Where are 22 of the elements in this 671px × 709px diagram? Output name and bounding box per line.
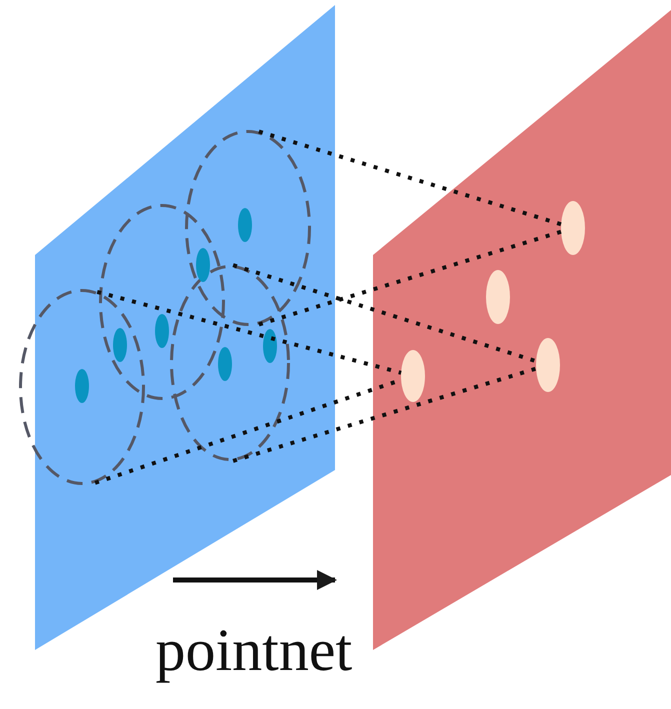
point-marker	[536, 338, 560, 392]
point-marker	[155, 314, 169, 348]
grouping-circle	[185, 130, 311, 326]
feature-plane	[373, 10, 671, 650]
dotted-line	[258, 230, 562, 326]
point-marker	[196, 248, 210, 282]
grouping-circle	[19, 289, 145, 485]
dotted-line	[96, 290, 402, 375]
point-marker	[561, 201, 585, 255]
arrow	[173, 570, 337, 590]
point-marker	[218, 347, 232, 381]
point-marker	[486, 270, 510, 324]
dotted-line	[258, 130, 562, 226]
dotted-line	[232, 366, 537, 463]
point-marker	[238, 208, 252, 242]
dotted-line	[232, 263, 537, 364]
point-marker	[401, 350, 425, 402]
grouping-circle	[99, 204, 225, 400]
point-marker	[113, 328, 127, 362]
point-marker	[75, 369, 89, 403]
grouping-circle	[170, 265, 290, 461]
point-marker	[263, 329, 277, 363]
